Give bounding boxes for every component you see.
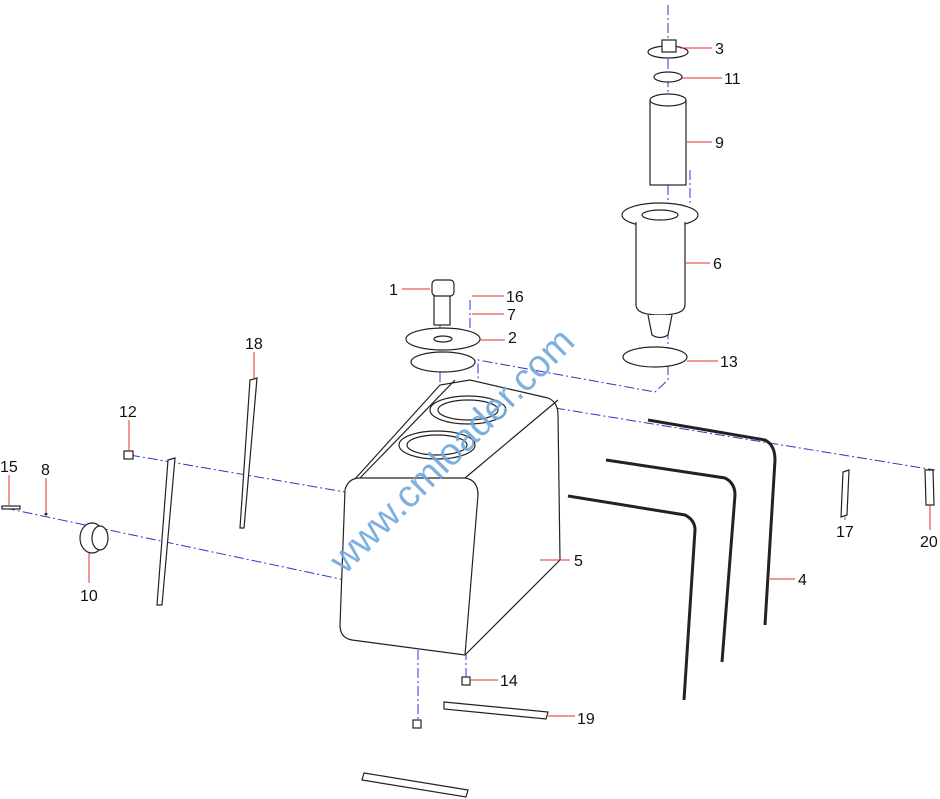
callout-17: 17: [836, 524, 854, 541]
filler-cap-part-1: [431, 279, 455, 326]
callout-labels: 1 16 7 2 3 11 9 6 13 18 12 15 8 10 5 4 1…: [0, 41, 938, 728]
callout-3: 3: [715, 41, 724, 58]
callout-2: 2: [508, 330, 517, 347]
callout-9: 9: [715, 135, 724, 152]
callout-18: 18: [245, 336, 263, 353]
callout-20: 20: [920, 534, 938, 551]
callout-6: 6: [713, 256, 722, 273]
callout-15: 15: [0, 459, 18, 476]
sender-assembly: [621, 39, 699, 368]
callout-1: 1: [389, 282, 398, 299]
callout-10: 10: [80, 588, 98, 605]
callout-12: 12: [119, 404, 137, 421]
callout-11: 11: [724, 71, 741, 88]
fuel-lines-part-4: [567, 418, 777, 701]
callout-5: 5: [574, 553, 583, 570]
callout-7: 7: [507, 307, 516, 324]
flange-plate-part-2: [405, 327, 481, 373]
callout-4: 4: [798, 572, 807, 589]
callout-8: 8: [41, 462, 50, 479]
leader-lines: [8, 47, 931, 717]
side-parts: [1, 377, 935, 798]
callout-14: 14: [500, 673, 518, 690]
callout-16: 16: [506, 289, 524, 306]
callout-13: 13: [720, 354, 738, 371]
fuel-tank-part-5: [339, 379, 561, 656]
callout-19: 19: [577, 711, 595, 728]
